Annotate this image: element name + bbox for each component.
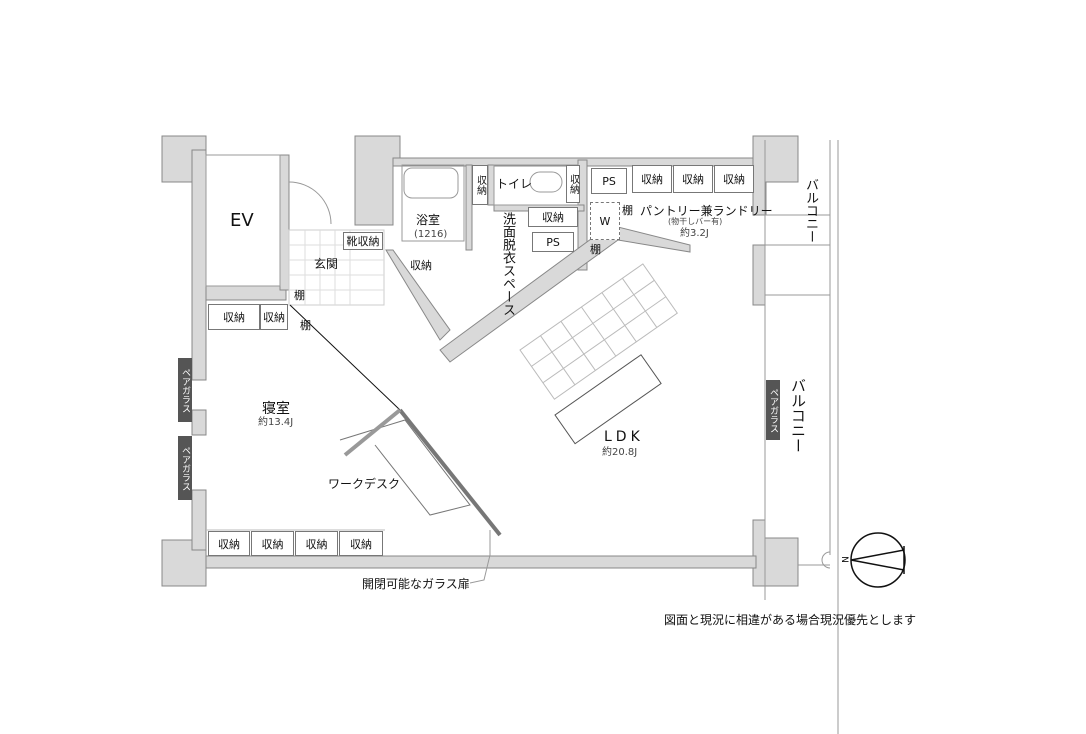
bath-label: 浴室 [416, 213, 441, 227]
toilet-label: トイレ [496, 177, 533, 191]
storage-box: 収納 [260, 304, 288, 330]
storage-box: 収納 [208, 304, 260, 330]
shelf-label: 棚 [300, 319, 311, 332]
storage-box: 収納 [528, 207, 578, 227]
storage-box: 収納 [714, 165, 754, 193]
work-desk-annotation: ワークデスク [328, 477, 401, 491]
storage-box: 収納 [566, 165, 580, 203]
storage-box: 収納 [339, 531, 383, 556]
storage-box: 収納 [208, 531, 250, 556]
storage-label: 収納 [410, 259, 432, 272]
bedroom-size: 約13.4J [258, 417, 294, 428]
shoe-storage: 靴収納 [343, 232, 383, 250]
storage-box: 収納 [472, 165, 488, 205]
pair-glass-label: ペアガラス [178, 436, 192, 500]
shelf-label: 棚 [590, 243, 601, 256]
bedroom-label: 寝室 [262, 401, 290, 417]
room-outlines [205, 140, 839, 734]
glass-door-annotation: 開閉可能なガラス扉 [362, 577, 470, 591]
ev-label: EV [230, 210, 254, 231]
pantry-note: (物干しバー有) [668, 217, 723, 226]
shelf-label: 棚 [294, 289, 305, 302]
pantry-label: パントリー兼ランドリー [640, 204, 773, 218]
compass-north-label: N [838, 556, 849, 563]
washroom-label: 洗面脱衣スペース [500, 212, 515, 316]
bath-size: (1216) [414, 229, 448, 240]
pantry-size: 約3.2J [680, 228, 709, 239]
ps-box: PS [532, 232, 574, 252]
shelf-label: 棚 [622, 204, 633, 217]
storage-box: 収納 [251, 531, 294, 556]
storage-box: 収納 [295, 531, 338, 556]
ldk-size: 約20.8J [602, 447, 638, 458]
balcony-top-label: バルコニー [803, 178, 818, 243]
ldk-label: LDK [604, 429, 644, 445]
compass-icon [821, 532, 906, 588]
footnote: 図面と現況に相違がある場合現況優先とします [664, 613, 917, 627]
pair-glass-label: ペアガラス [766, 380, 780, 440]
entrance-label: 玄関 [314, 257, 339, 271]
storage-box: 収納 [673, 165, 713, 193]
storage-box: 収納 [632, 165, 672, 193]
washer-space: W [590, 202, 620, 240]
pair-glass-label: ペアガラス [178, 358, 192, 422]
balcony-right-label: バルコニー [789, 378, 807, 453]
ps-box: PS [591, 168, 627, 194]
